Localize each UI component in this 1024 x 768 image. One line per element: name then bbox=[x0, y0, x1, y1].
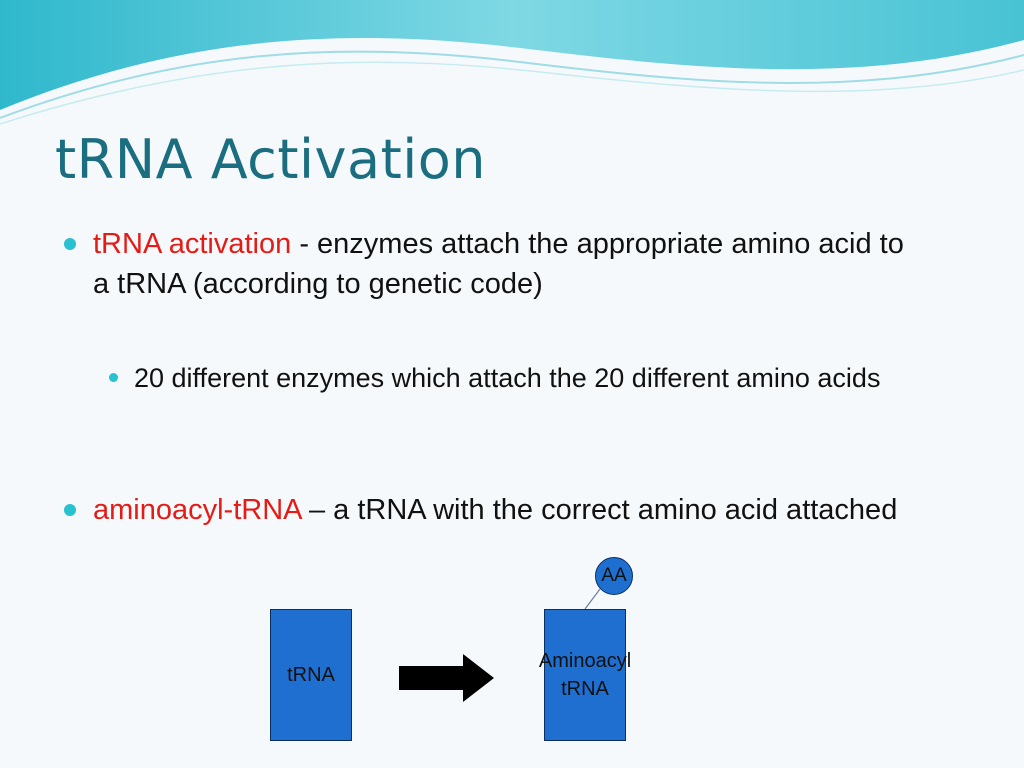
aminoacyl-box-label-line1: Aminoacyl bbox=[538, 650, 632, 672]
trna-box-label: tRNA bbox=[287, 664, 335, 686]
definition-trna-activation: - enzymes attach the appropriate amino a… bbox=[93, 228, 904, 300]
bullet-dot-icon bbox=[64, 238, 76, 250]
sub-bullet-dot-icon bbox=[109, 373, 118, 382]
sub-bullet-enzymes: 20 different enzymes which attach the 20… bbox=[109, 360, 914, 397]
aminoacyl-box-label-line2: tRNA bbox=[561, 678, 609, 700]
header-wave-decoration bbox=[0, 0, 1024, 125]
trna-box: tRNA bbox=[270, 609, 352, 741]
right-arrow-icon bbox=[399, 654, 494, 702]
bullet-aminoacyl-trna: aminoacyl-tRNA – a tRNA with the correct… bbox=[64, 490, 923, 530]
bullet-dot-icon bbox=[64, 504, 76, 516]
amino-acid-circle: AA bbox=[595, 557, 633, 595]
term-aminoacyl-trna: aminoacyl-tRNA bbox=[93, 494, 301, 526]
amino-acid-label: AA bbox=[601, 565, 627, 586]
slide-title: tRNA Activation bbox=[55, 128, 487, 191]
aminoacyl-trna-box: Aminoacyl tRNA bbox=[539, 609, 631, 741]
aa-connector-line bbox=[584, 588, 601, 610]
term-trna-activation: tRNA activation bbox=[93, 228, 292, 260]
bullet-trna-activation: tRNA activation - enzymes attach the app… bbox=[64, 224, 923, 304]
sub-bullet-text: 20 different enzymes which attach the 20… bbox=[134, 363, 881, 393]
definition-aminoacyl-trna: – a tRNA with the correct amino acid att… bbox=[300, 494, 898, 526]
